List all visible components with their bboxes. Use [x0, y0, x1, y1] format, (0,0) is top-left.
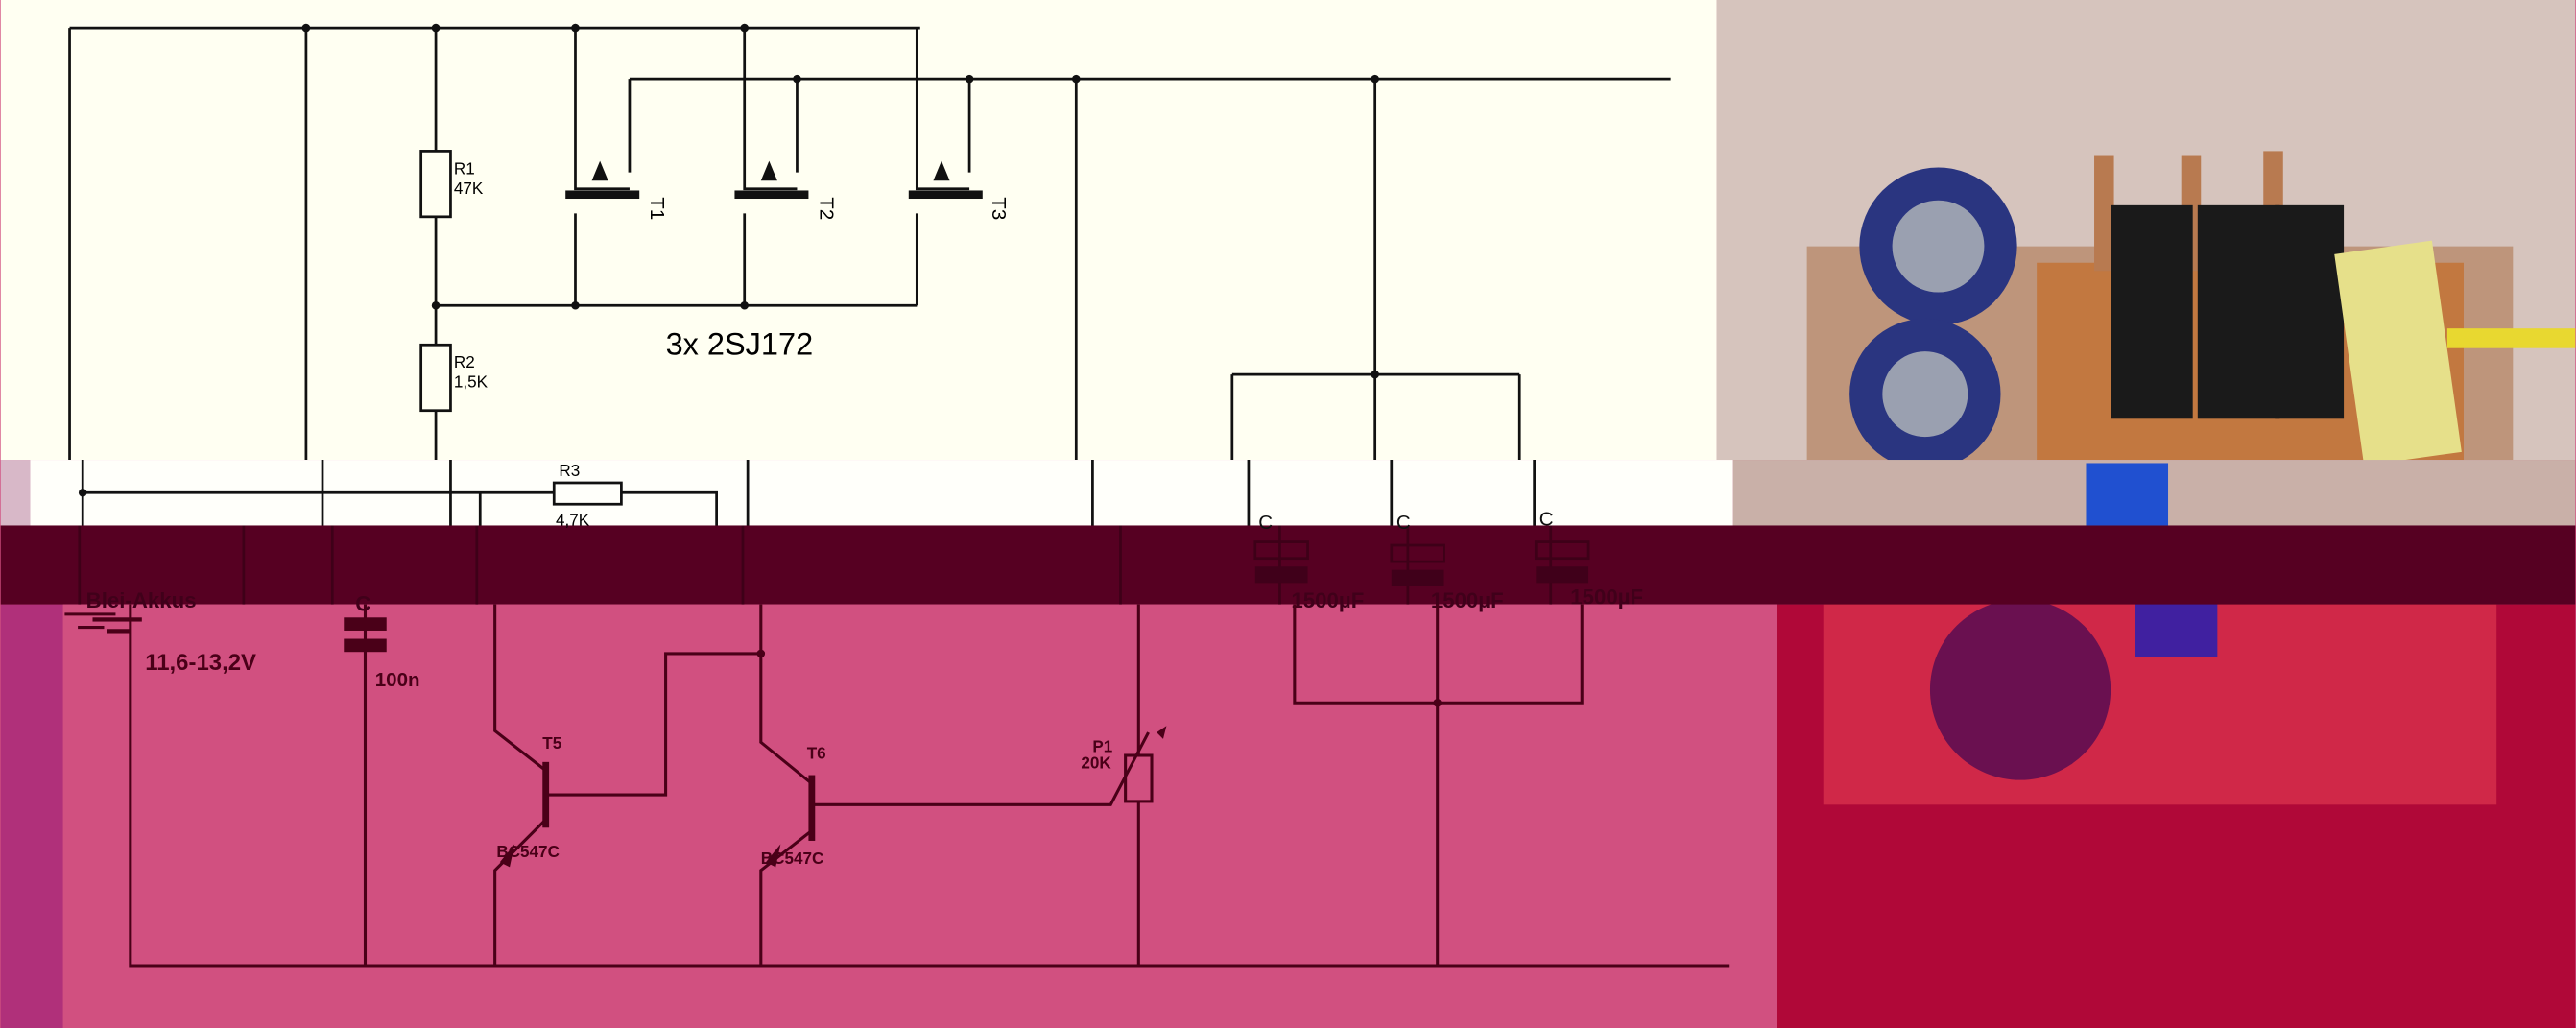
r2-label: R2: [454, 353, 475, 371]
mosfet-symbols: [301, 23, 1379, 379]
cout2-value: 1500µF: [1431, 588, 1504, 612]
battery-label: Blei-Akkus: [86, 588, 197, 612]
p1-potentiometer: [1124, 753, 1154, 803]
schematic-paper-top: [0, 0, 1717, 461]
t1-label: T1: [646, 197, 668, 220]
shifted-wires: [81, 460, 1536, 526]
c-input-label: C: [355, 591, 370, 615]
t5-label: T5: [542, 734, 561, 753]
dark-glitch-band: [0, 525, 2576, 605]
r3-label: R3: [559, 462, 580, 480]
t3-label: T3: [988, 197, 1010, 220]
pink-band-symbols: [92, 617, 1442, 868]
c-input-value: 100n: [375, 669, 420, 691]
dark-band-wires: [78, 525, 1590, 605]
cout3-label: C: [1539, 508, 1554, 530]
battery-symbol: [92, 617, 142, 622]
t5-type: BC547C: [496, 843, 560, 861]
cout2-label: C: [1396, 512, 1411, 534]
pink-band-wires: [64, 604, 1730, 968]
r1-label: R1: [454, 159, 475, 178]
battery-voltage: 11,6-13,2V: [145, 650, 256, 676]
r1-value: 47K: [454, 179, 484, 198]
p1-label: P1: [1092, 738, 1112, 756]
cout1-value: 1500µF: [1291, 588, 1364, 612]
t2-label: T2: [815, 197, 837, 220]
p1-value: 20K: [1081, 754, 1111, 773]
cap-plates-dark: [1254, 566, 1589, 586]
cout1-label: C: [1258, 512, 1273, 534]
mosfet-note: 3x 2SJ172: [666, 327, 814, 362]
r2-value: 1,5K: [454, 373, 489, 392]
r3-value: 4,7K: [556, 511, 590, 529]
t6-type: BC547C: [761, 849, 824, 868]
pink-glitch-band: [62, 604, 1777, 1028]
t6-label: T6: [807, 744, 826, 762]
capacitor-plate: [344, 617, 387, 631]
